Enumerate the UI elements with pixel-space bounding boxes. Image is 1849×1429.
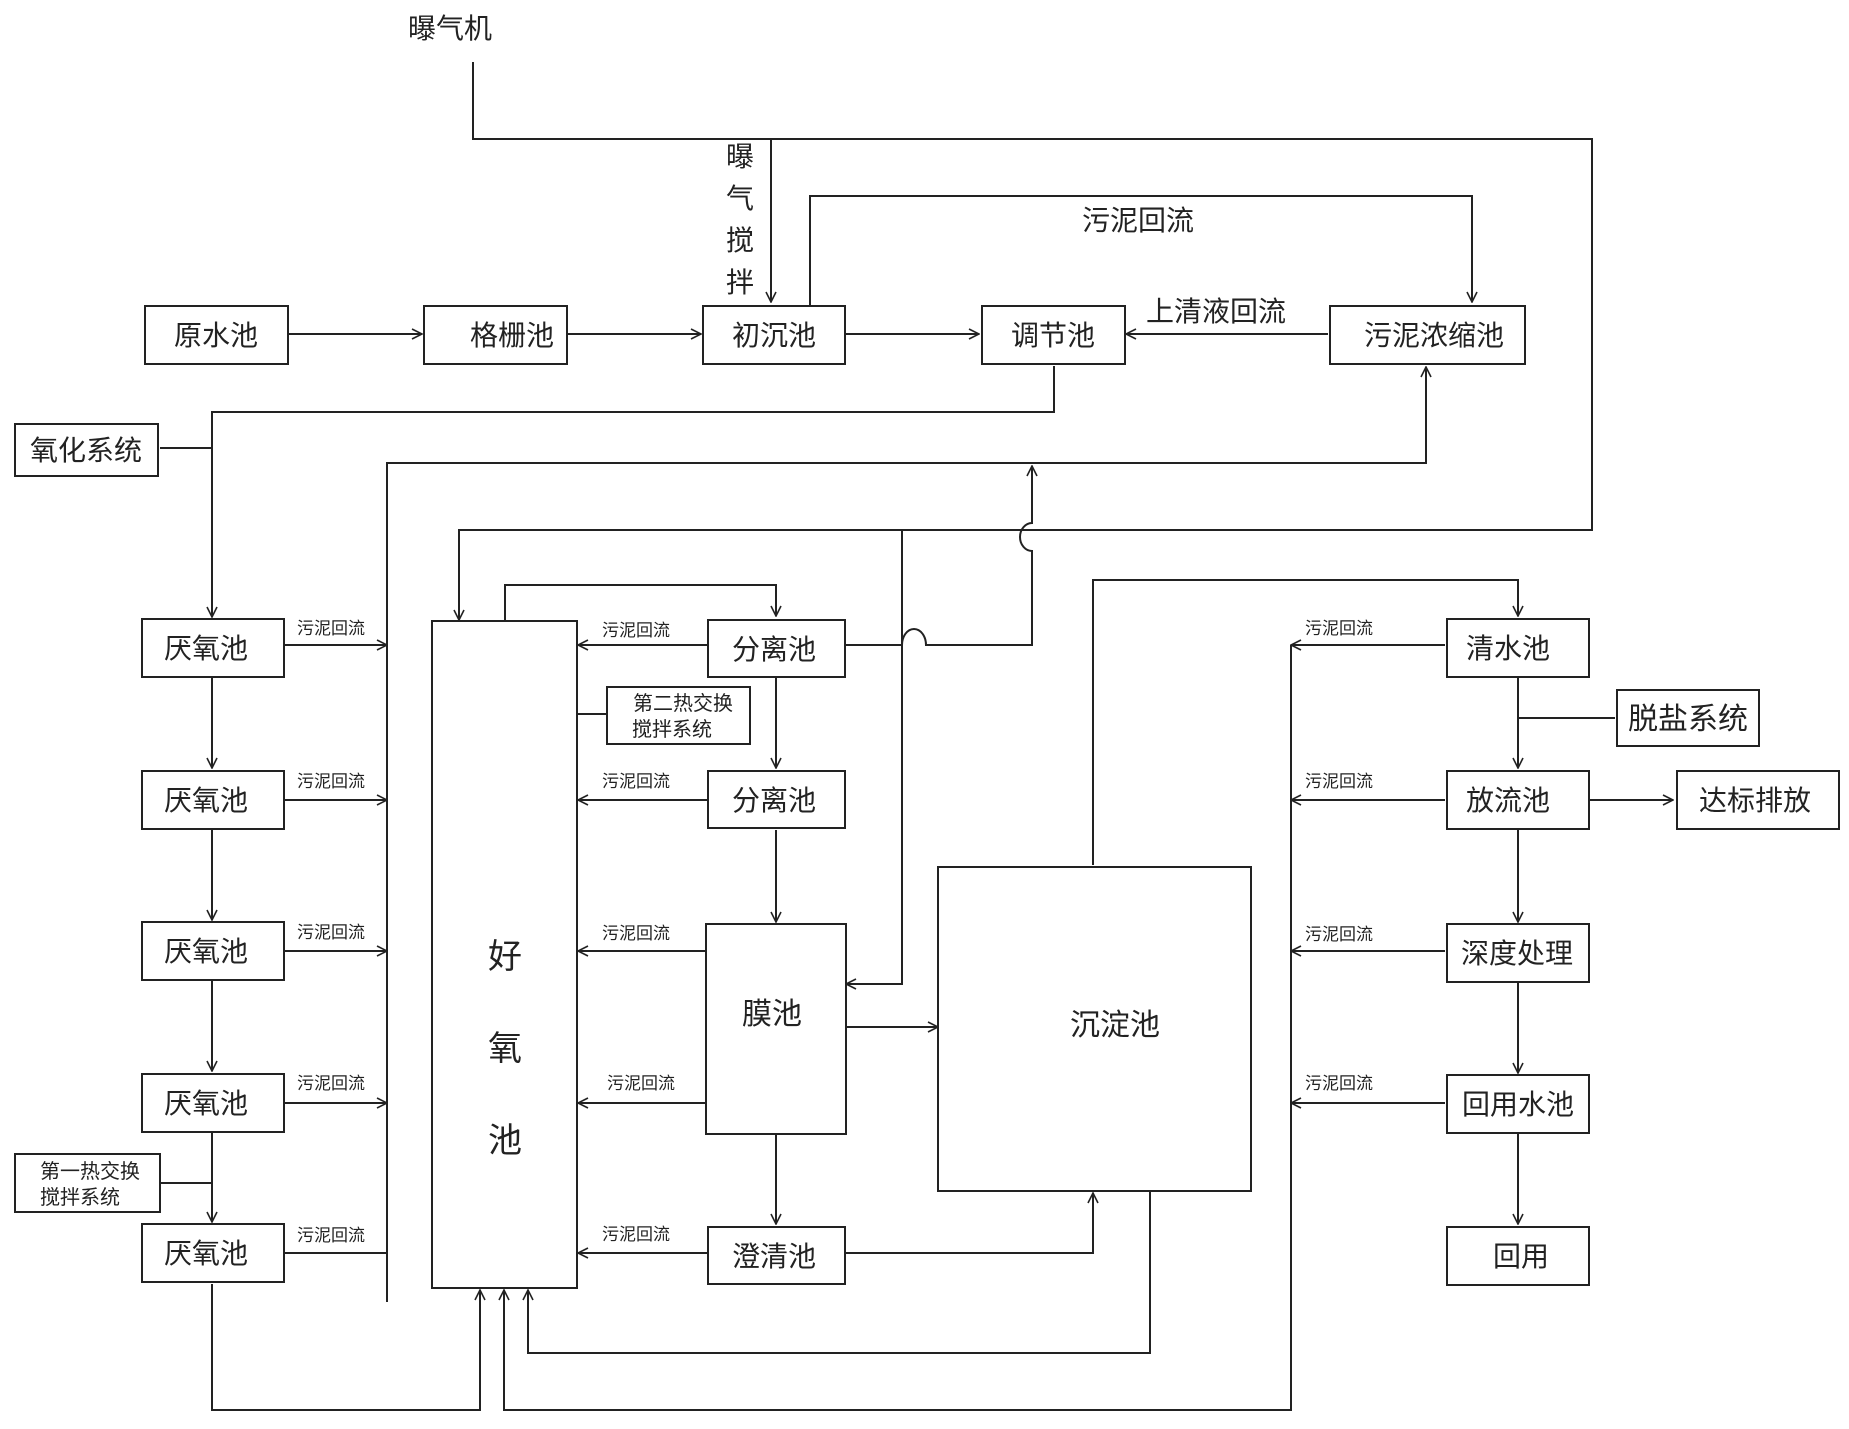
small-return-label: 污泥回流 <box>602 772 670 792</box>
anaerobic-pool: 厌氧池 <box>141 770 285 830</box>
reuse: 回用 <box>1446 1226 1590 1286</box>
small-return-label: 污泥回流 <box>1305 1074 1373 1094</box>
oxidation-label: 氧化系统 <box>30 434 142 467</box>
desalt-label: 脱盐系统 <box>1628 702 1748 737</box>
discharge-label: 放流池 <box>1466 784 1550 817</box>
clarifier-label: 澄清池 <box>732 1240 816 1273</box>
separator-pool: 分离池 <box>707 619 846 678</box>
anaerobic-label: 厌氧池 <box>164 632 248 665</box>
heat-exchange-1: 第一热交换 搅拌系统 <box>14 1153 161 1213</box>
discharge-pool: 放流池 <box>1446 770 1590 830</box>
grid-label: 格栅池 <box>470 319 554 352</box>
aerobic-char: 池 <box>488 1121 522 1161</box>
aeration-stir-char: 气 <box>726 182 754 215</box>
small-return-label: 污泥回流 <box>602 1225 670 1245</box>
aerator-title: 曝气机 <box>408 12 492 45</box>
clear-water-label: 清水池 <box>1466 632 1550 665</box>
aeration-stir-char: 搅 <box>726 224 754 257</box>
separator-pool: 分离池 <box>707 770 846 829</box>
small-return-label: 污泥回流 <box>1305 619 1373 639</box>
sediment-label: 沉淀池 <box>1070 1008 1160 1043</box>
deep-label: 深度处理 <box>1461 937 1573 970</box>
sediment-pool: 沉淀池 <box>937 866 1252 1192</box>
primary-label: 初沉池 <box>732 319 816 352</box>
aeration-stir-char: 曝 <box>726 140 754 173</box>
anaerobic-pool: 厌氧池 <box>141 1073 285 1133</box>
clear-water-pool: 清水池 <box>1446 618 1590 678</box>
connectors <box>160 62 1673 1411</box>
small-return-label: 污泥回流 <box>607 1074 675 1094</box>
small-return-label: 污泥回流 <box>602 621 670 641</box>
primary-pool: 初沉池 <box>702 305 846 365</box>
raw-water-pool: 原水池 <box>144 305 289 365</box>
desalt-system: 脱盐系统 <box>1616 689 1760 747</box>
thickener-pool: 污泥浓缩池 <box>1329 305 1526 365</box>
anaerobic-label: 厌氧池 <box>164 935 248 968</box>
regulate-label: 调节池 <box>1011 319 1095 352</box>
reuse-water-pool: 回用水池 <box>1446 1074 1590 1134</box>
small-return-label: 污泥回流 <box>297 772 365 792</box>
aerobic-char: 好 <box>488 937 522 977</box>
regulate-pool: 调节池 <box>981 305 1126 365</box>
small-return-label: 污泥回流 <box>297 923 365 943</box>
reuse-pool-label: 回用水池 <box>1462 1088 1574 1121</box>
separator-label: 分离池 <box>732 784 816 817</box>
small-return-label: 污泥回流 <box>602 924 670 944</box>
small-return-label: 污泥回流 <box>297 619 365 639</box>
aerobic-pool: 好 氧 池 <box>431 620 578 1289</box>
small-return-label: 污泥回流 <box>297 1226 365 1246</box>
thickener-label: 污泥浓缩池 <box>1364 319 1504 352</box>
grid-pool: 格栅池 <box>423 305 568 365</box>
raw-water-label: 原水池 <box>174 319 258 352</box>
heat-exchange-2: 第二热交换 搅拌系统 <box>606 686 751 745</box>
small-return-label: 污泥回流 <box>1305 925 1373 945</box>
aerobic-char: 氧 <box>488 1029 522 1069</box>
anaerobic-label: 厌氧池 <box>164 784 248 817</box>
small-return-labels: 污泥回流 污泥回流 污泥回流 污泥回流 污泥回流 污泥回流 污泥回流 污泥回流 … <box>297 619 1373 1246</box>
supernatant-return-label: 上清液回流 <box>1146 295 1286 328</box>
anaerobic-pool: 厌氧池 <box>141 618 285 678</box>
sludge-return-top-label: 污泥回流 <box>1082 204 1194 237</box>
anaerobic-label: 厌氧池 <box>164 1087 248 1120</box>
small-return-label: 污泥回流 <box>1305 772 1373 792</box>
aeration-stir-char: 拌 <box>726 266 754 299</box>
anaerobic-pool: 厌氧池 <box>141 921 285 981</box>
reuse-label: 回用 <box>1493 1240 1549 1273</box>
deep-treatment: 深度处理 <box>1446 923 1590 983</box>
heat1-line2: 搅拌系统 <box>40 1185 120 1209</box>
anaerobic-pool: 厌氧池 <box>141 1223 285 1283</box>
heat2-line1: 第二热交换 <box>633 691 733 715</box>
membrane-pool: 膜池 <box>705 923 847 1135</box>
membrane-label: 膜池 <box>742 997 802 1032</box>
oxidation-system: 氧化系统 <box>14 423 159 477</box>
separator-label: 分离池 <box>732 633 816 666</box>
aeration-stir-label: 曝 气 搅 拌 <box>726 140 754 299</box>
standard-discharge: 达标排放 <box>1676 770 1840 830</box>
clarifier-pool: 澄清池 <box>707 1226 846 1285</box>
anaerobic-label: 厌氧池 <box>164 1237 248 1270</box>
small-return-label: 污泥回流 <box>297 1074 365 1094</box>
standard-label: 达标排放 <box>1699 784 1811 817</box>
heat1-line1: 第一热交换 <box>40 1159 140 1183</box>
heat2-line2: 搅拌系统 <box>632 717 712 741</box>
